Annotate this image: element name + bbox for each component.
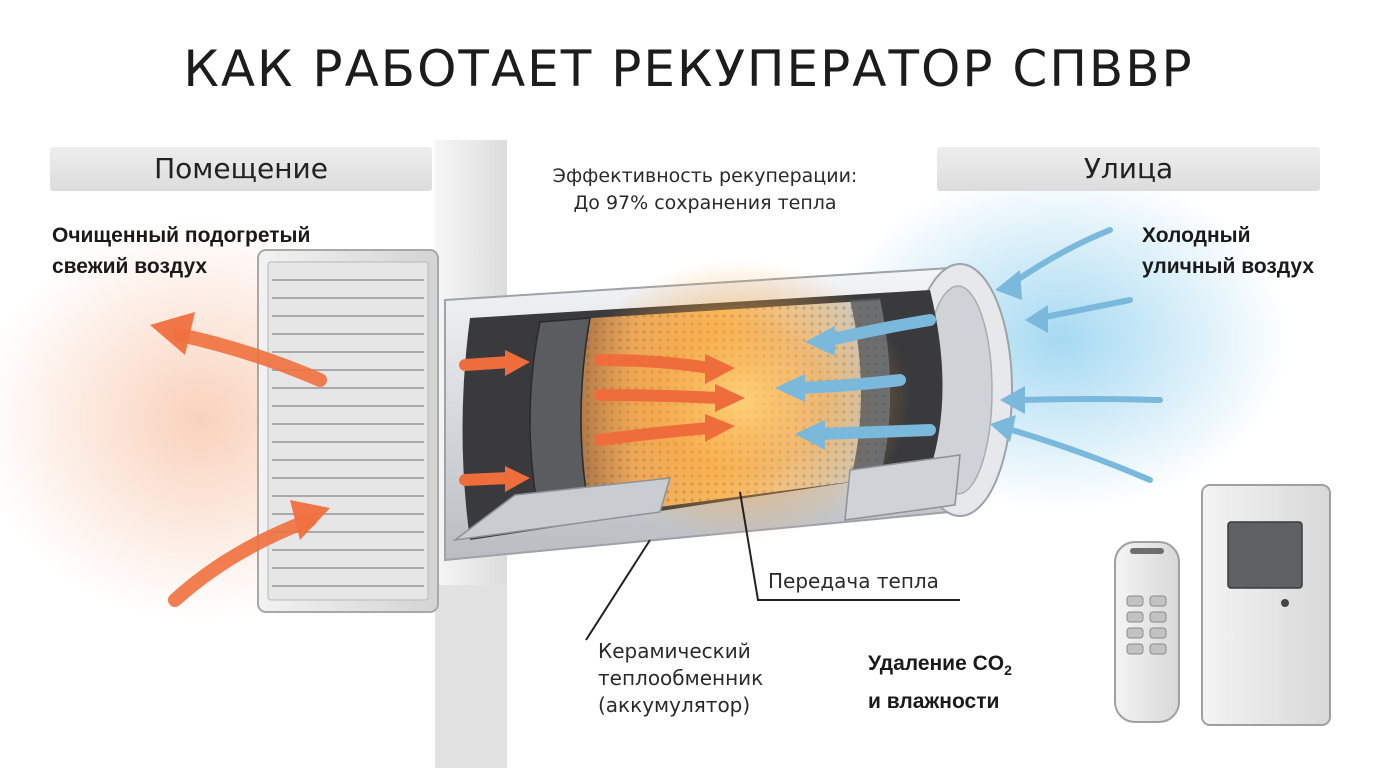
fresh-air-note: Очищенный подогретый свежий воздух [52,220,310,282]
ceramic-line-2: теплообменник [598,666,764,690]
cold-air-line-1: Холодный [1142,224,1251,247]
efficiency-line-2: До 97% сохранения тепла [573,192,837,214]
warm-arrowhead [150,312,195,355]
ceramic-exchanger-callout: Керамический теплообменник (аккумулятор) [598,638,763,719]
cold-arrows-street [1002,227,1163,483]
remote-control [1114,541,1180,723]
heat-transfer-callout: Передача тепла [768,569,939,593]
zone-label-room: Помещение [50,147,432,191]
warm-arrows-room [168,328,327,607]
co2-line-2: и влажности [868,690,1000,714]
fresh-air-line-1: Очищенный подогретый [52,224,311,247]
co2-line-1: Удаление CO2 [868,648,1012,686]
ceramic-line-1: Керамический [598,639,751,663]
page-title: КАК РАБОТАЕТ РЕКУПЕРАТОР СПВВР [183,40,1194,98]
efficiency-line-1: Эффективность рекуперации: [552,165,858,187]
zone-label-street: Улица [937,147,1320,191]
co2-prefix: Удаление CO [868,652,1005,675]
cold-air-note: Холодный уличный воздух [1142,220,1314,282]
cold-arrows-tube [794,314,936,440]
wall-control-panel [1201,484,1331,726]
efficiency-note: Эффективность рекуперации: До 97% сохран… [480,163,930,217]
co2-subscript: 2 [1004,662,1012,679]
warm-arrowhead [290,500,330,540]
co2-note: Удаление CO2 и влажности [868,648,1012,717]
ceramic-line-3: (аккумулятор) [598,693,751,717]
warm-arrows-tube [459,354,726,486]
fresh-air-line-2: свежий воздух [52,255,208,278]
cold-air-line-2: уличный воздух [1142,255,1315,278]
callout-leaders [585,491,960,641]
